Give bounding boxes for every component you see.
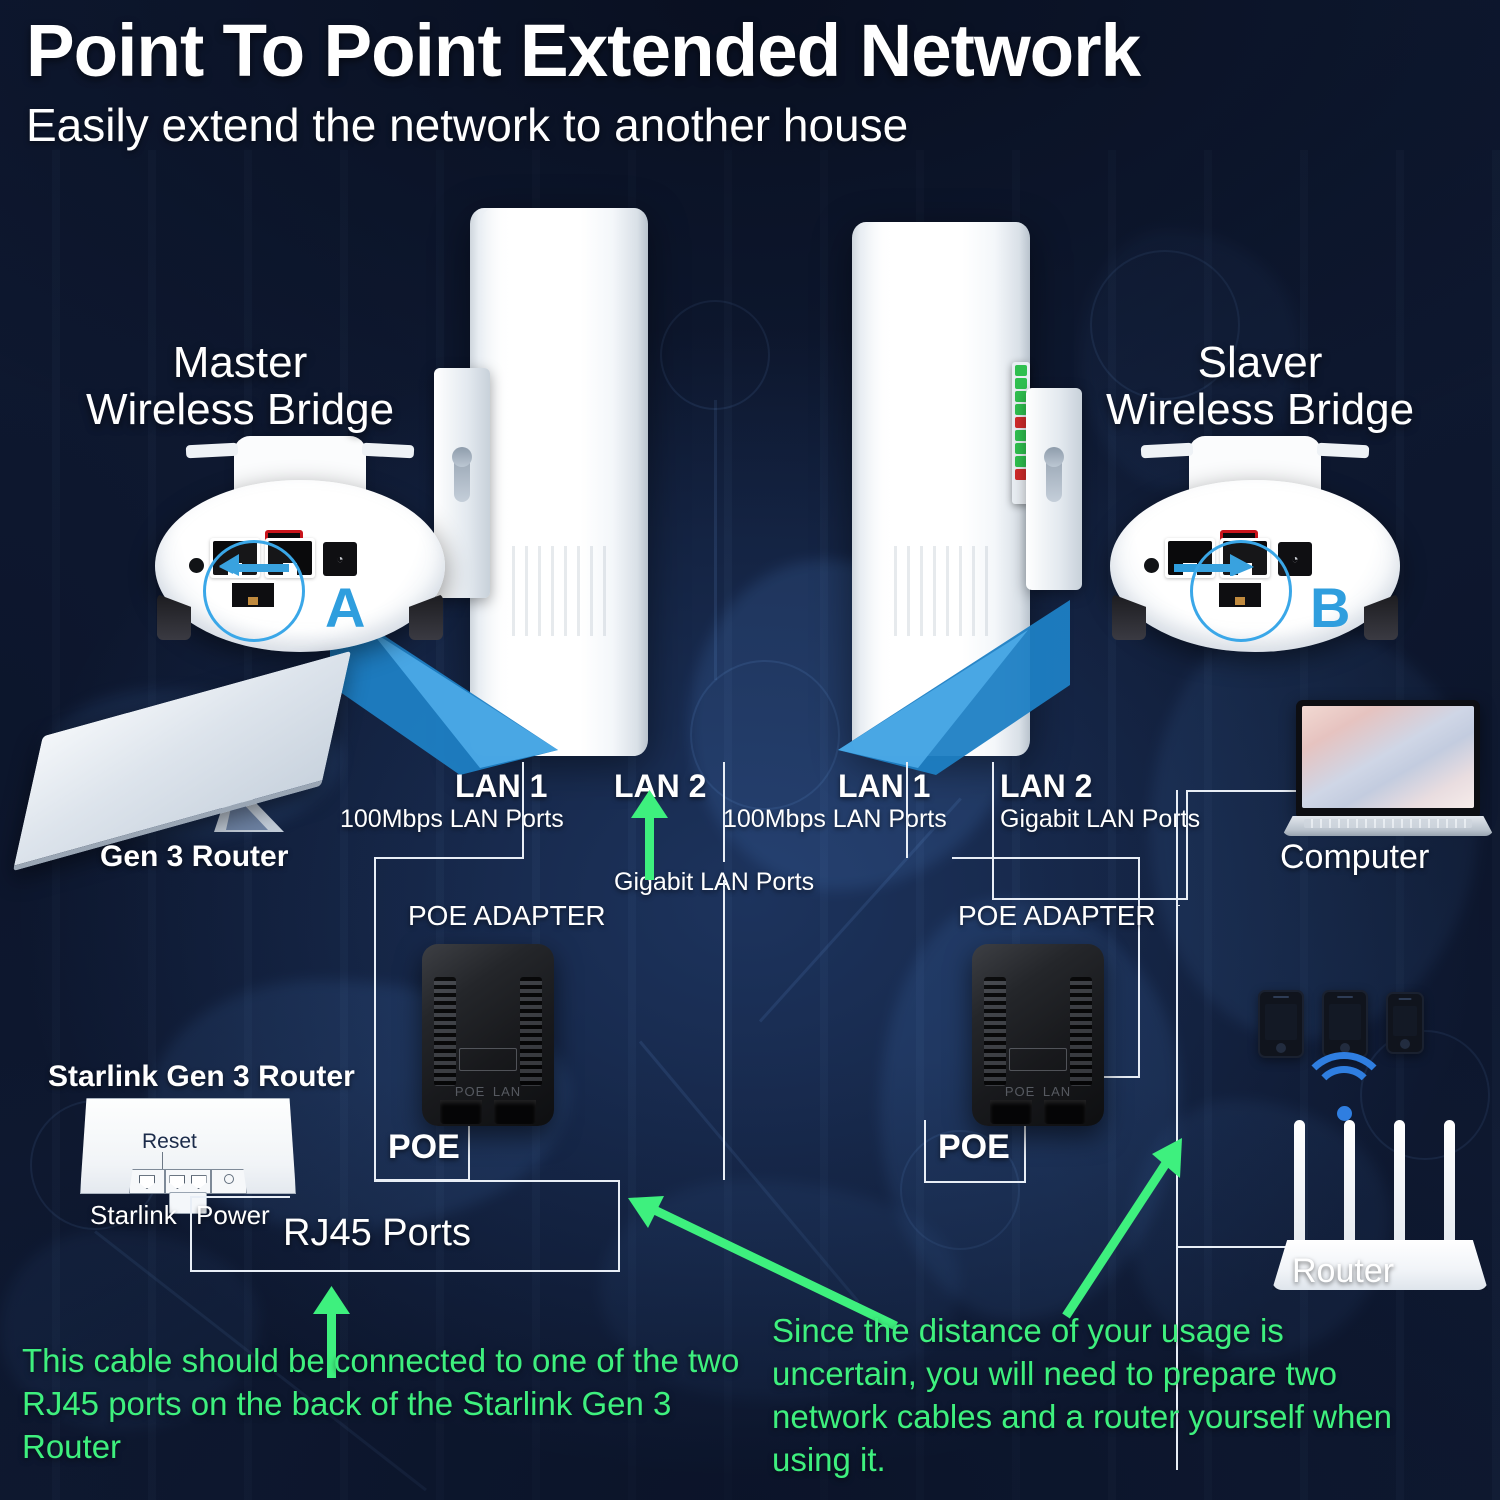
page-title: Point To Point Extended Network — [26, 9, 1141, 92]
poe-tag-right: POE — [938, 1128, 1010, 1166]
computer-laptop — [1282, 700, 1494, 840]
page-subtitle: Easily extend the network to another hou… — [26, 99, 909, 151]
master-bridge-port-callout: ◔ A — [155, 436, 445, 652]
marker-letter-a: A — [325, 576, 366, 639]
highlighted-poe-port[interactable] — [229, 580, 277, 610]
slaver-lan2-name: LAN 2 — [1000, 768, 1093, 804]
slaver-bridge-port-callout: ◔ B — [1110, 436, 1400, 652]
gen3-router-label: Gen 3 Router — [100, 840, 289, 873]
marker-letter-b: B — [1310, 576, 1351, 639]
home-router — [1272, 1110, 1488, 1290]
power-port-label: Power — [196, 1200, 270, 1230]
slaver-bridge-label-line2: Wireless Bridge — [1105, 384, 1415, 434]
slaver-bridge-label-line1: Slaver — [1197, 338, 1323, 387]
rj45-ports-callout-arrow — [313, 1286, 350, 1378]
reset-label: Reset — [142, 1130, 197, 1153]
poe-adapter-title-right: POE ADAPTER — [958, 900, 1156, 931]
computer-label: Computer — [1280, 838, 1430, 876]
slaver-bridge-callout-beam — [838, 600, 1070, 775]
poe-body-mark-poe: POE — [1004, 1083, 1036, 1099]
poe-adapter-left: POE LAN — [422, 944, 554, 1126]
cable-note-arrow-right — [1062, 1138, 1182, 1319]
slaver-bridge-body — [852, 222, 1030, 756]
starlink-router-rear: Reset — [80, 1098, 296, 1214]
router-label: Router — [1292, 1252, 1395, 1290]
master-bridge-label-line1: Master — [172, 338, 308, 387]
master-bridge-callout-beam — [330, 600, 558, 775]
slaver-bridge-mount-bracket — [1026, 388, 1082, 590]
master-lan1-spec: 100Mbps LAN Ports — [340, 805, 564, 833]
reset-button-icon[interactable] — [1144, 558, 1159, 573]
note-right: Since the distance of your usage is unce… — [772, 1312, 1393, 1478]
poe-tag-left: POE — [388, 1128, 460, 1166]
master-bridge-label: Master Wireless Bridge — [40, 338, 440, 434]
power-port-slot[interactable] — [210, 1169, 247, 1194]
rj45-port-slot[interactable] — [164, 1169, 211, 1194]
starlink-port-slot[interactable] — [128, 1169, 165, 1194]
slaver-bridge-label: Slaver Wireless Bridge — [1060, 338, 1460, 434]
gigabit-lan-arrow — [631, 790, 668, 880]
master-lan1-name: LAN 1 — [455, 768, 548, 804]
header: Point To Point Extended Network Easily e… — [26, 9, 1486, 151]
master-lan2-name: LAN 2 — [614, 768, 707, 804]
power-port-icon: ◔ — [323, 542, 357, 576]
poe-body-mark-lan: LAN — [1042, 1083, 1072, 1099]
note-left: This cable should be connected to one of… — [22, 1342, 740, 1465]
poe-body-mark-poe: POE — [454, 1083, 486, 1099]
poe-body-mark-lan: LAN — [492, 1083, 522, 1099]
slaver-lan1-name: LAN 1 — [838, 768, 931, 804]
master-bridge-label-line2: Wireless Bridge — [85, 384, 395, 434]
slaver-lan2-spec: Gigabit LAN Ports — [1000, 805, 1201, 833]
poe-adapter-title-left: POE ADAPTER — [408, 900, 606, 931]
reset-button-icon[interactable] — [189, 558, 204, 573]
starlink-port-label: Starlink — [90, 1200, 177, 1230]
slaver-bridge-led-strip — [1012, 362, 1030, 504]
cable-note-arrow-left — [628, 1196, 898, 1330]
rj45-ports-label: RJ45 Ports — [283, 1212, 471, 1254]
starlink-router-label: Starlink Gen 3 Router — [48, 1060, 355, 1093]
slaver-lan1-spec: 100Mbps LAN Ports — [723, 805, 947, 833]
highlighted-poe-port[interactable] — [1216, 580, 1264, 610]
focus-ring — [1190, 540, 1292, 642]
starlink-dish — [12, 650, 352, 872]
poe-adapter-right: POE LAN — [972, 944, 1104, 1126]
